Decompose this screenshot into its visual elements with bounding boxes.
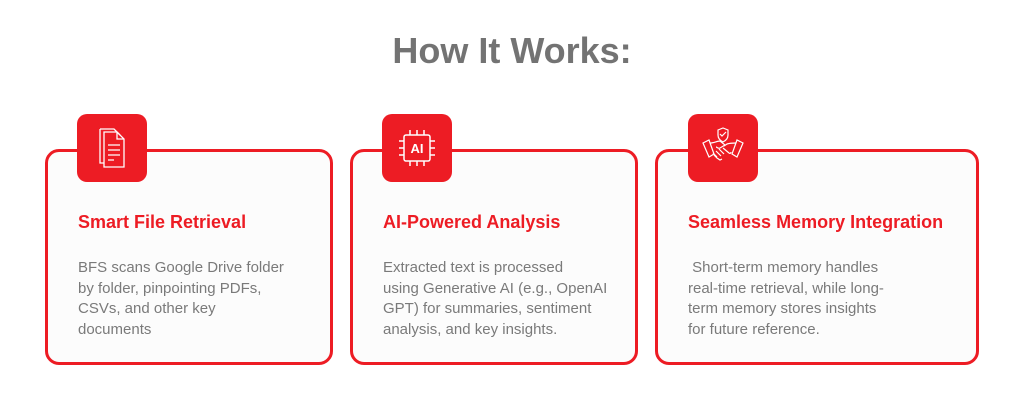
card-description: Extracted text is processed using Genera…: [383, 258, 607, 340]
line: documents: [78, 320, 152, 338]
line: by folder, pinpointing PDFs,: [78, 279, 262, 297]
line: GPT) for summaries, sentiment: [383, 300, 592, 317]
card-description: BFS scans Google Drive folder by folder,…: [78, 258, 284, 340]
document-icon: [77, 114, 147, 182]
line: CSVs, and other key: [78, 300, 216, 317]
line: Extracted text is processed: [383, 259, 564, 276]
svg-text:AI: AI: [411, 141, 424, 156]
card-description: Short-term memory handles real-time retr…: [688, 258, 884, 340]
handshake-shield-icon: [688, 114, 758, 182]
line: real-time retrieval, while long-: [688, 279, 884, 297]
card-title: Seamless Memory Integration: [688, 212, 944, 232]
card-title: AI-Powered Analysis: [383, 212, 561, 232]
page-title: How It Works:: [392, 30, 632, 71]
line: term memory stores insights: [688, 300, 877, 317]
line: BFS scans Google Drive folder: [78, 259, 284, 276]
line: using Generative AI (e.g., OpenAI: [383, 279, 608, 297]
card-seamless-memory-integration: Seamless Memory Integration Short-term m…: [655, 149, 979, 365]
card-smart-file-retrieval: Smart File Retrieval BFS scans Google Dr…: [45, 149, 333, 365]
card-title: Smart File Retrieval: [78, 212, 247, 232]
line: analysis, and key insights.: [383, 320, 558, 338]
ai-chip-icon: AI: [382, 114, 452, 182]
card-ai-powered-analysis: AI-Powered Analysis Extracted text is pr…: [350, 149, 638, 365]
line: for future reference.: [688, 320, 820, 338]
line: Short-term memory handles: [688, 259, 879, 276]
